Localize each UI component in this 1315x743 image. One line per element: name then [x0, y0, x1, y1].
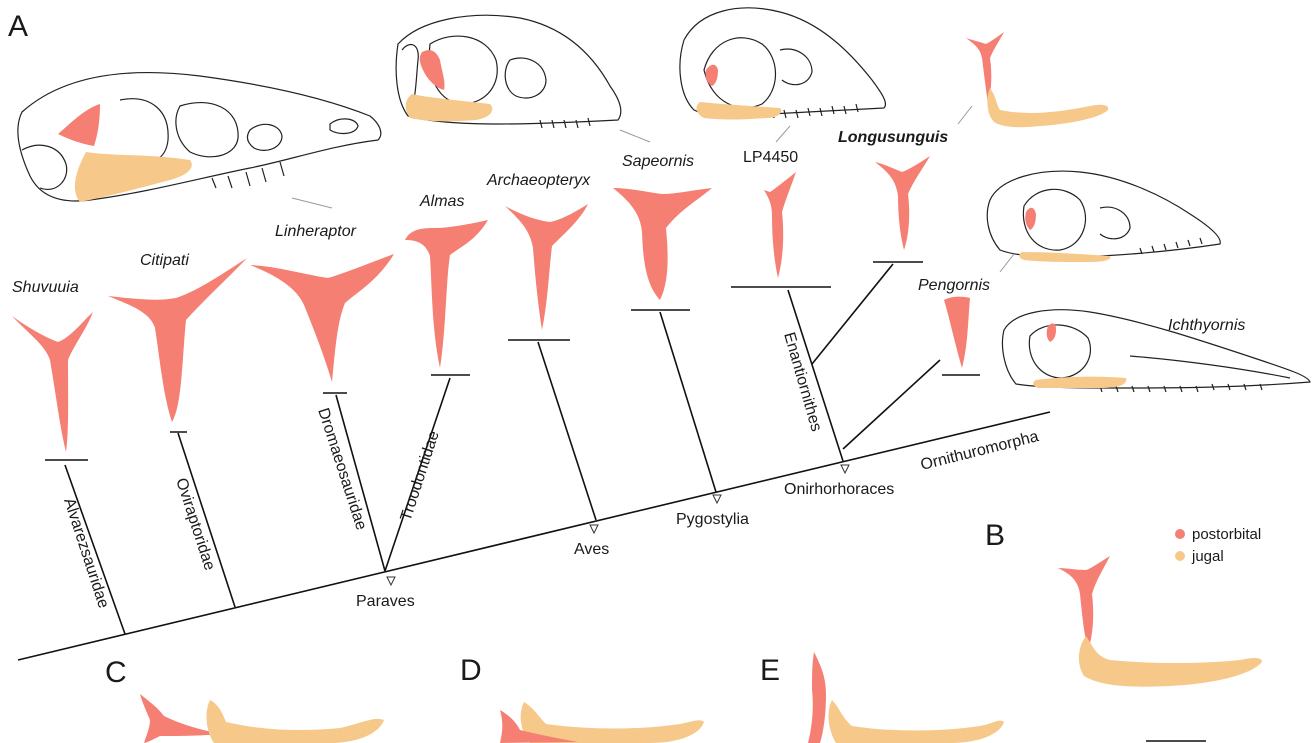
skull-lp4450 [680, 8, 886, 120]
leader-sapeornis [620, 130, 650, 142]
postorbital-linheraptor [250, 254, 394, 382]
bones-longusunguis [966, 32, 1108, 127]
bones-panel-b [1058, 556, 1262, 687]
clade-label-dromaeosauridae: Dromaeosauridae [314, 406, 370, 532]
panel-label-e: E [760, 654, 780, 687]
branch-sapeornis [660, 312, 716, 492]
legend-label-jugal: jugal [1191, 548, 1224, 565]
skull-linheraptor [18, 73, 381, 202]
node-marker-pygostylia [713, 495, 721, 503]
postorbital-longusunguis [875, 156, 930, 250]
leader-linheraptor [292, 198, 332, 208]
postorbital-sapeornis [613, 188, 712, 300]
clade-label-troodontidae: Troodontidae [398, 429, 443, 523]
branch-alvarezsauridae [65, 465, 125, 634]
node-marker-paraves [387, 577, 395, 585]
taxon-label-longusunguis: Longusunguis [838, 129, 948, 146]
taxon-label-almas: Almas [419, 193, 464, 210]
clade-label-ornithuromorpha: Ornithuromorpha [919, 428, 1041, 474]
legend-swatch-postorbital [1175, 529, 1185, 539]
legend: postorbital jugal [1175, 526, 1261, 565]
skull-archaeopteryx [396, 15, 621, 128]
postorbital-lp4450 [764, 172, 796, 278]
branch-archaeopteryx [538, 342, 596, 520]
panel-label-d: D [460, 654, 482, 687]
branch-pengornis [843, 360, 940, 449]
postorbital-shuvuuia [12, 312, 93, 452]
postorbital-citipati [108, 258, 247, 422]
leader-longusunguis [958, 106, 972, 124]
clade-label-oviraptoridae: Oviraptoridae [172, 476, 218, 573]
taxon-label-linheraptor: Linheraptor [275, 223, 357, 240]
node-marker-aves [590, 525, 598, 533]
node-marker-onirhorhoraces [841, 465, 849, 473]
legend-label-postorbital: postorbital [1192, 526, 1261, 543]
branch-longusunguis [812, 264, 893, 364]
panel-label-b: B [985, 519, 1005, 552]
taxon-label-pengornis: Pengornis [918, 277, 990, 294]
leader-pengornis [1000, 254, 1014, 272]
taxon-label-lp4450: LP4450 [743, 149, 798, 166]
postorbital-almas [405, 220, 488, 368]
skull-pengornis [987, 171, 1220, 262]
clade-label-onirhorhoraces: Onirhorhoraces [784, 481, 894, 498]
legend-swatch-jugal [1175, 551, 1185, 561]
taxon-label-ichthyornis: Ichthyornis [1168, 317, 1245, 334]
leader-lp4450 [776, 126, 790, 142]
postorbital-pengornis [944, 297, 970, 368]
clade-label-alvarezsauridae: Alvarezsauridae [60, 496, 112, 610]
clade-label-pygostylia: Pygostylia [676, 511, 749, 528]
clade-label-aves: Aves [574, 541, 609, 558]
postorbital-archaeopteryx [505, 204, 588, 330]
bones-panel-d [500, 702, 704, 743]
taxon-label-citipati: Citipati [140, 252, 189, 269]
panel-label-c: C [105, 656, 127, 689]
bones-panel-e [808, 652, 1004, 743]
taxon-label-archaeopteryx: Archaeopteryx [486, 172, 591, 189]
tree-backbone [18, 412, 1050, 660]
skull-ichthyornis [1003, 310, 1311, 392]
clade-label-paraves: Paraves [356, 593, 415, 610]
taxon-label-sapeornis: Sapeornis [622, 153, 694, 170]
bones-panel-c [140, 694, 384, 743]
taxon-label-shuvuuia: Shuvuuia [12, 279, 79, 296]
panel-label-a: A [8, 10, 28, 43]
